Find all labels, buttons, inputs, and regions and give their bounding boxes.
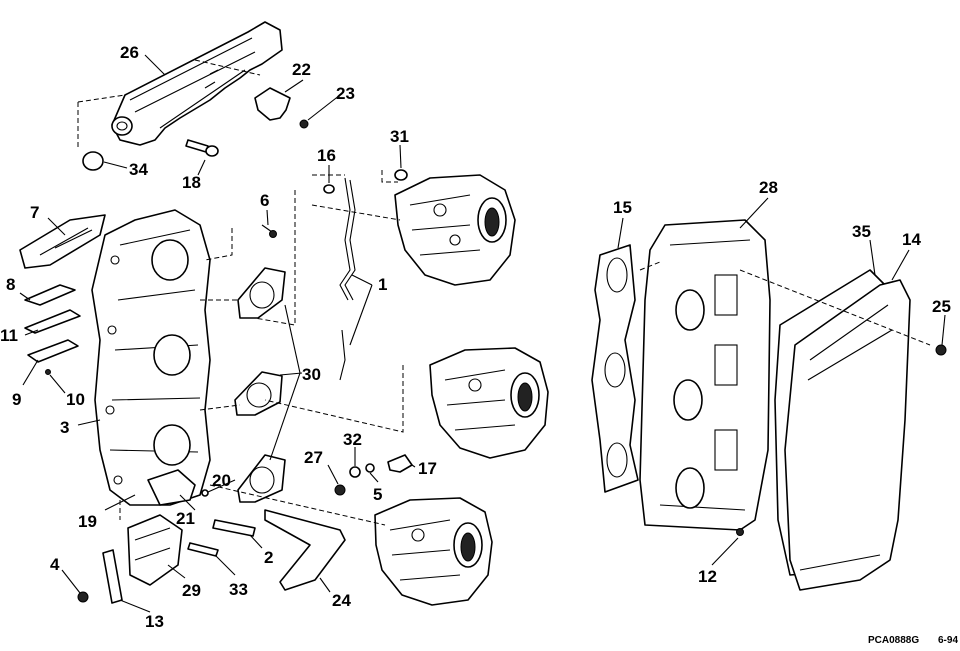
part-34-plug [82,151,104,171]
callout-12: 12 [698,567,717,586]
part-14-outer-cover [784,279,911,591]
callout-33: 33 [229,580,248,599]
part-24-hose [264,509,346,591]
part-20-washer [201,489,209,497]
part-5-washer [365,463,375,473]
leader-lines [19,54,946,613]
callout-31: 31 [390,127,409,146]
callout-27: 27 [304,448,323,467]
callout-32: 32 [343,430,362,449]
part-11-stop [24,309,81,334]
callout-17: 17 [418,459,437,478]
callout-34: 34 [129,160,148,179]
callout-22: 22 [292,60,311,79]
part-28-inner-cover [639,219,771,531]
part-1-linkage [339,177,356,381]
callout-24: 24 [332,591,351,610]
part-27-screw [334,484,346,496]
part-9-reed [27,339,79,363]
callout-10: 10 [66,390,85,409]
callout-35: 35 [852,222,871,241]
callout-20: 20 [212,471,231,490]
assembly-lines [77,59,931,526]
callout-5: 5 [373,485,382,504]
drawing-date: 6-94 [938,635,958,646]
part-23-screw [299,119,309,129]
part-32-washer [349,466,361,478]
callout-11: 11 [0,326,18,345]
callout-2: 2 [264,548,273,567]
callout-19: 19 [78,512,97,531]
callout-18: 18 [182,173,201,192]
callout-26: 26 [120,43,139,62]
callout-25: 25 [932,297,951,316]
callout-7: 7 [30,203,39,222]
callout-15: 15 [613,198,632,217]
drawing-code: PCA0888G [868,635,919,646]
part-21-bracket [147,469,196,506]
part-8-reed [24,284,76,306]
part-16-nut [323,184,335,194]
part-18-bolt [185,139,219,157]
part-17-link [387,454,413,473]
callout-29: 29 [182,581,201,600]
part-2-bolt [212,519,256,537]
callout-3: 3 [60,418,69,437]
carburetor-middle [429,347,549,459]
callout-14: 14 [902,230,921,249]
part-7-reed-block [19,214,106,269]
part-30-gaskets [234,267,286,503]
part-26-manifold [111,21,283,146]
part-33-bolt [187,542,219,557]
callout-28: 28 [759,178,778,197]
part-25-screw [935,344,947,356]
part-29-bracket [127,514,183,586]
callout-1: 1 [378,275,387,294]
callout-23: 23 [336,84,355,103]
callout-labels: 26 22 23 34 18 31 16 6 7 8 11 9 10 3 1 3… [0,43,951,631]
callout-9: 9 [12,390,21,409]
part-10-screw [45,369,51,375]
callout-8: 8 [6,275,15,294]
part-13-strip [102,549,123,604]
carburetor-bottom [374,497,493,606]
part-31-nut [394,169,408,181]
part-6-screw [261,224,277,238]
callout-4: 4 [50,555,60,574]
callout-13: 13 [145,612,164,631]
callout-16: 16 [317,146,336,165]
callout-21: 21 [176,509,195,528]
part-4-screw [77,591,89,603]
part-3-plate [91,209,211,506]
part-12-screw [736,528,744,536]
callout-6: 6 [260,191,269,210]
part-15-gasket [591,244,639,493]
carburetor-top [394,174,516,286]
callout-30: 30 [302,365,321,384]
part-22-bracket [254,87,291,121]
